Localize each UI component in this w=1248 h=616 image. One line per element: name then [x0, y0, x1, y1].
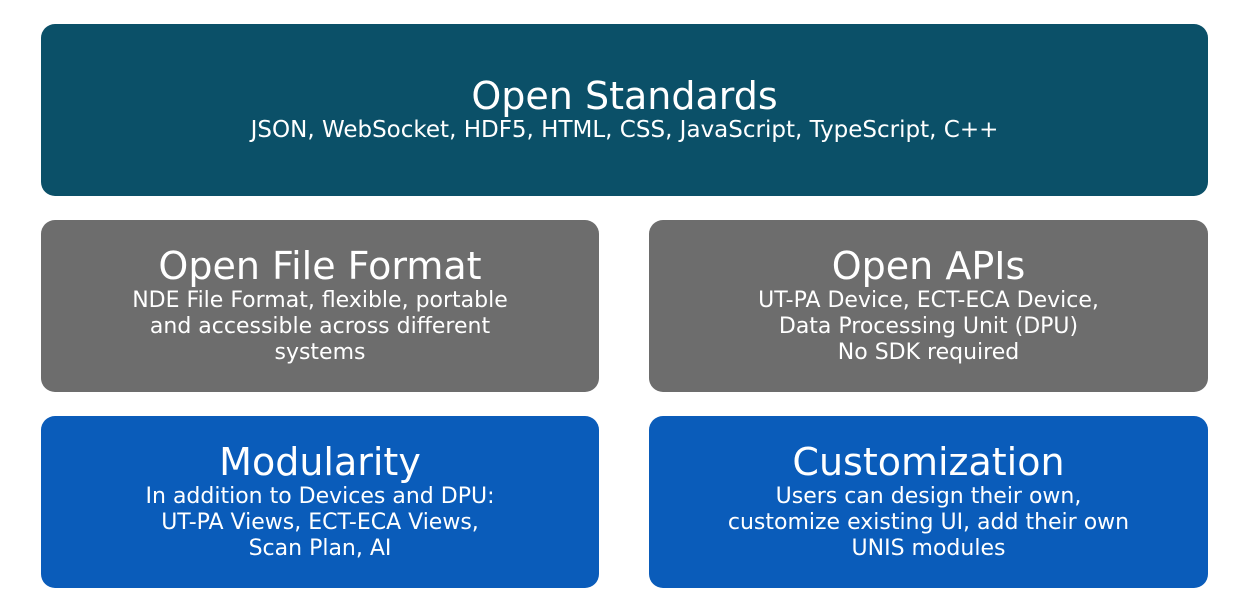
- open-apis-title: Open APIs: [831, 244, 1026, 289]
- customization-box: Customization Users can design their own…: [649, 416, 1208, 588]
- open-file-format-title: Open File Format: [158, 244, 482, 289]
- open-standards-description: JSON, WebSocket, HDF5, HTML, CSS, JavaSc…: [250, 117, 999, 144]
- customization-title: Customization: [792, 440, 1065, 485]
- open-apis-box: Open APIs UT-PA Device, ECT-ECA Device, …: [649, 220, 1208, 392]
- open-file-format-description: NDE File Format, flexible, portable and …: [132, 287, 508, 366]
- modularity-box: Modularity In addition to Devices and DP…: [41, 416, 599, 588]
- open-apis-description: UT-PA Device, ECT-ECA Device, Data Proce…: [758, 287, 1099, 366]
- modularity-description: In addition to Devices and DPU: UT-PA Vi…: [145, 483, 495, 562]
- customization-description: Users can design their own, customize ex…: [727, 483, 1130, 562]
- open-standards-box: Open Standards JSON, WebSocket, HDF5, HT…: [41, 24, 1208, 196]
- open-file-format-box: Open File Format NDE File Format, flexib…: [41, 220, 599, 392]
- open-standards-title: Open Standards: [471, 73, 778, 118]
- modularity-title: Modularity: [219, 440, 421, 485]
